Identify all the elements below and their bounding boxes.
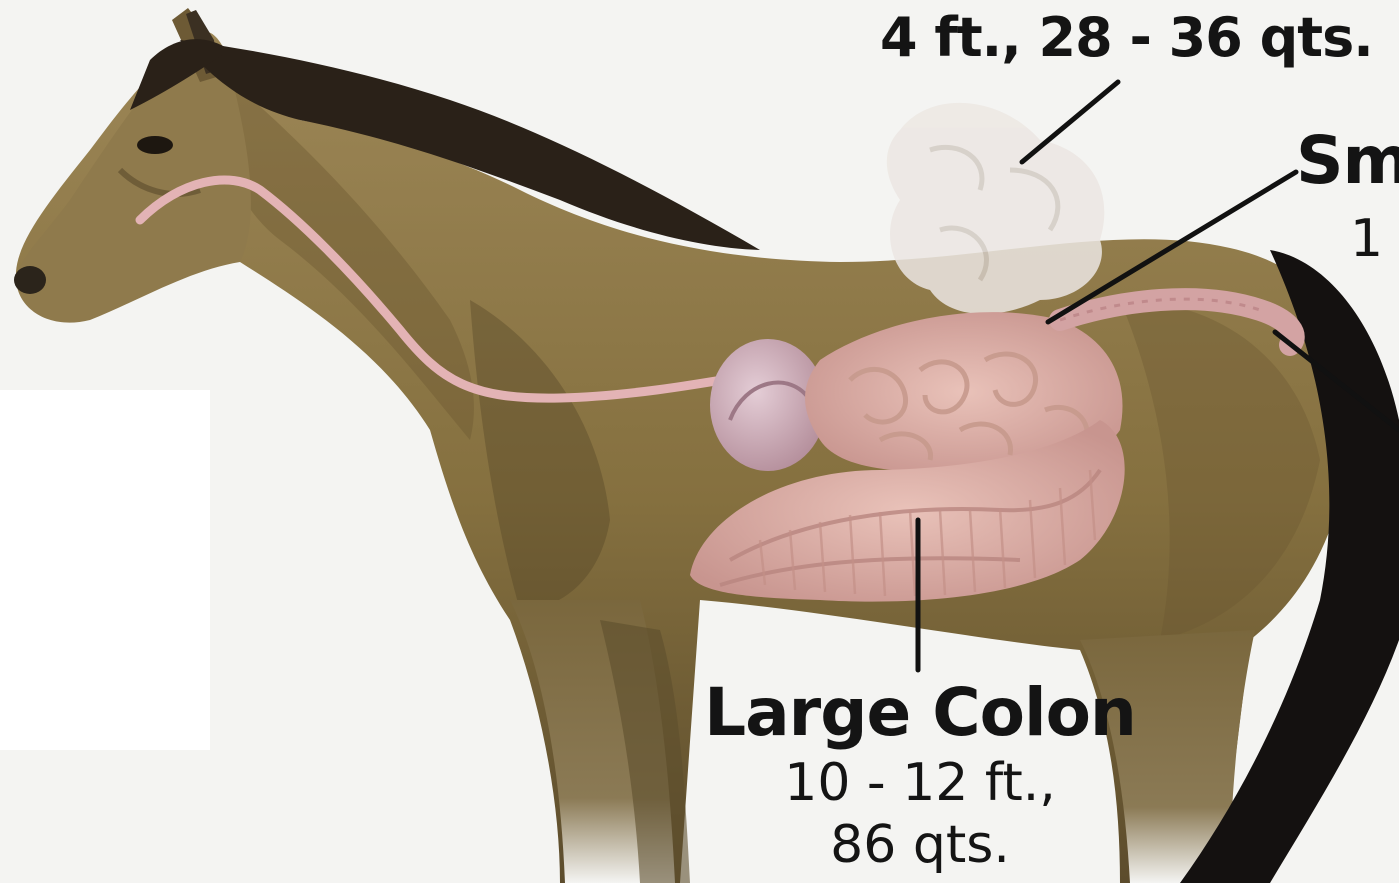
large-colon-measure: 10 - 12 ft., 86 qts. — [700, 752, 1140, 877]
large-colon-length: 10 - 12 ft., — [700, 752, 1140, 814]
small-intestine-measure: 1 — [1350, 212, 1383, 267]
cecum — [887, 103, 1105, 314]
large-colon-title: Large Colon — [700, 678, 1140, 747]
horse-body — [14, 8, 1352, 883]
cecum-pointer — [1022, 82, 1118, 162]
small-intestine-label: Sm — [1296, 126, 1399, 195]
cecum-measure-label: 4 ft., 28 - 36 qts. — [880, 10, 1373, 67]
large-colon-volume: 86 qts. — [700, 814, 1140, 876]
